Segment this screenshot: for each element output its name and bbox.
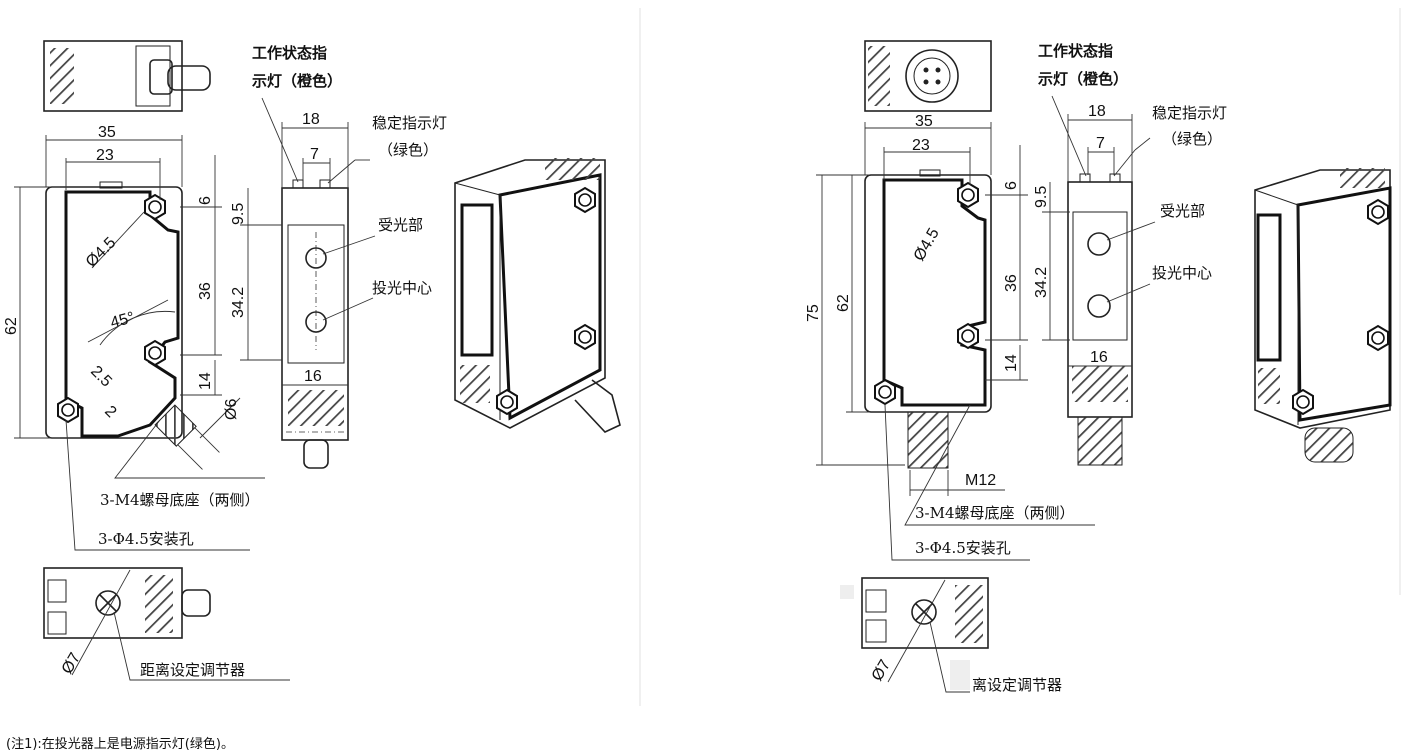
dim-6: 6 [197, 196, 214, 205]
label-stable-light-2-r: （绿色） [1162, 130, 1222, 148]
dim-phi-4-5-r: Ø4.5 [911, 225, 943, 264]
label-status-light-1: 工作状态指 [252, 44, 327, 62]
dim-35: 35 [98, 124, 116, 141]
right-dimension-text: 35 23 75 62 6 9.5 36 34.2 14 18 7 16 Ø4.… [805, 103, 1108, 684]
dim-16: 16 [304, 368, 322, 385]
dim-6-r: 6 [1003, 181, 1020, 190]
dim-m12: M12 [965, 472, 996, 489]
left-bottom-view [43, 567, 211, 639]
dim-14: 14 [197, 372, 214, 390]
right-side-view [1067, 173, 1133, 466]
label-status-light-2-r: 示灯（橙色） [1038, 70, 1128, 88]
label-mount-hole: 3-Φ4.5安装孔 [98, 530, 194, 548]
dim-7: 7 [310, 146, 319, 163]
dim-16-r: 16 [1090, 349, 1108, 366]
label-adjuster-r: 离设定调节器 [972, 676, 1062, 694]
dim-angle-45: 45° [109, 309, 137, 332]
dim-36-r: 36 [1003, 274, 1020, 292]
left-drawing [14, 40, 621, 681]
right-bottom-view [840, 577, 989, 649]
label-status-light-1-r: 工作状态指 [1038, 42, 1113, 60]
dim-18-r: 18 [1088, 103, 1106, 120]
right-top-view [864, 40, 992, 112]
dim-34-2-r: 34.2 [1033, 267, 1050, 298]
dim-14-r: 14 [1003, 354, 1020, 372]
label-nut-seat: 3-M4螺母底座（两侧） [100, 491, 260, 509]
right-iso-view [1254, 168, 1392, 463]
dim-18: 18 [302, 111, 320, 128]
dim-phi-7: Ø7 [59, 650, 84, 677]
dim-2-5: 2.5 [87, 363, 115, 391]
dim-phi-4-5: Ø4.5 [83, 234, 120, 271]
dim-phi-6: Ø6 [223, 399, 240, 420]
label-nut-seat-r: 3-M4螺母底座（两侧） [915, 504, 1075, 522]
dim-7-r: 7 [1096, 135, 1105, 152]
dim-36: 36 [197, 282, 214, 300]
label-receiver: 受光部 [378, 216, 423, 234]
dim-phi-7-r: Ø7 [869, 657, 894, 684]
dim-9-5-r: 9.5 [1033, 186, 1050, 208]
right-drawing [816, 40, 1392, 693]
dim-35-r: 35 [915, 113, 933, 130]
dim-23-r: 23 [912, 137, 930, 154]
dim-9-5: 9.5 [230, 203, 247, 225]
left-side-view [281, 179, 349, 469]
label-mount-hole-r: 3-Φ4.5安装孔 [915, 539, 1011, 557]
right-front-view [864, 169, 992, 469]
label-status-light-2: 示灯（橙色） [252, 72, 342, 90]
label-emitter-center-r: 投光中心 [1152, 264, 1212, 282]
label-stable-light-1: 稳定指示灯 [372, 114, 447, 132]
label-receiver-r: 受光部 [1160, 202, 1205, 220]
dim-34-2: 34.2 [230, 287, 247, 318]
dim-23: 23 [96, 147, 114, 164]
left-labels: 工作状态指 示灯（橙色） 稳定指示灯 （绿色） 受光部 投光中心 3-M4螺母底… [98, 44, 447, 679]
footnote: (注1):在投光器上是电源指示灯(绿色)。 [6, 736, 234, 752]
label-emitter-center: 投光中心 [372, 279, 432, 297]
right-labels: 工作状态指 示灯（橙色） 稳定指示灯 （绿色） 受光部 投光中心 3-M4螺母底… [915, 42, 1227, 694]
dim-62-r: 62 [835, 294, 852, 312]
label-stable-light-2: （绿色） [378, 141, 438, 159]
dim-2: 2 [101, 403, 119, 421]
dim-75-r: 75 [805, 304, 822, 322]
left-iso-view [454, 158, 621, 433]
left-front-view [45, 181, 220, 470]
dim-62: 62 [3, 317, 20, 335]
left-top-view [43, 40, 211, 112]
label-adjuster: 距离设定调节器 [140, 661, 245, 679]
label-stable-light-1-r: 稳定指示灯 [1152, 104, 1227, 122]
